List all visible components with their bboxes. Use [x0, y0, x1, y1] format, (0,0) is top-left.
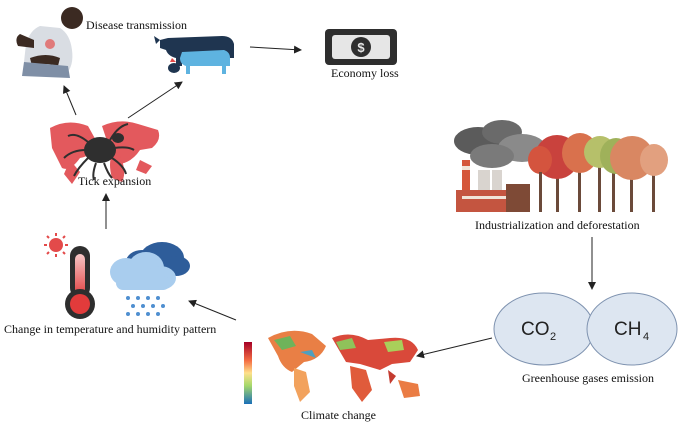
co2-main-text: CO	[521, 319, 550, 340]
arrow-gas-to-climate	[416, 337, 493, 359]
arrow-livestock-to-economy	[249, 45, 302, 54]
ch4-sub-text: 4	[643, 331, 649, 343]
livestock-icon	[154, 36, 234, 74]
cloud-icon	[110, 242, 190, 290]
arrow-tick-to-livestock	[127, 81, 183, 119]
dollar-icon: $	[357, 40, 365, 55]
label-tick-expansion: Tick expansion	[78, 174, 151, 188]
factory-deforestation-icon	[454, 120, 668, 212]
thermometer-weather-icon	[44, 233, 190, 319]
tick-world-map-icon	[50, 121, 160, 184]
money-icon: $	[325, 29, 397, 65]
sun-icon	[44, 233, 68, 257]
co2-sub-text: 2	[550, 331, 556, 343]
arrow-tick-to-disease	[62, 85, 77, 116]
co2-bubble: CO 2	[493, 292, 595, 366]
ch4-main-text: CH	[614, 319, 641, 340]
label-economy-loss: Economy loss	[331, 66, 399, 80]
label-greenhouse: Greenhouse gases emission	[522, 371, 654, 385]
label-disease-transmission: Disease transmission	[86, 18, 187, 32]
label-climate-change: Climate change	[301, 408, 376, 422]
arrow-climate-to-temp	[188, 299, 237, 321]
ch4-bubble: CH 4	[586, 292, 678, 366]
sick-person-icon	[16, 7, 83, 78]
label-temperature-humidity: Change in temperature and humidity patte…	[4, 322, 216, 336]
climate-map-icon	[244, 330, 420, 404]
rain-drops-icon	[126, 296, 165, 316]
label-industrialization: Industrialization and deforestation	[475, 218, 640, 232]
